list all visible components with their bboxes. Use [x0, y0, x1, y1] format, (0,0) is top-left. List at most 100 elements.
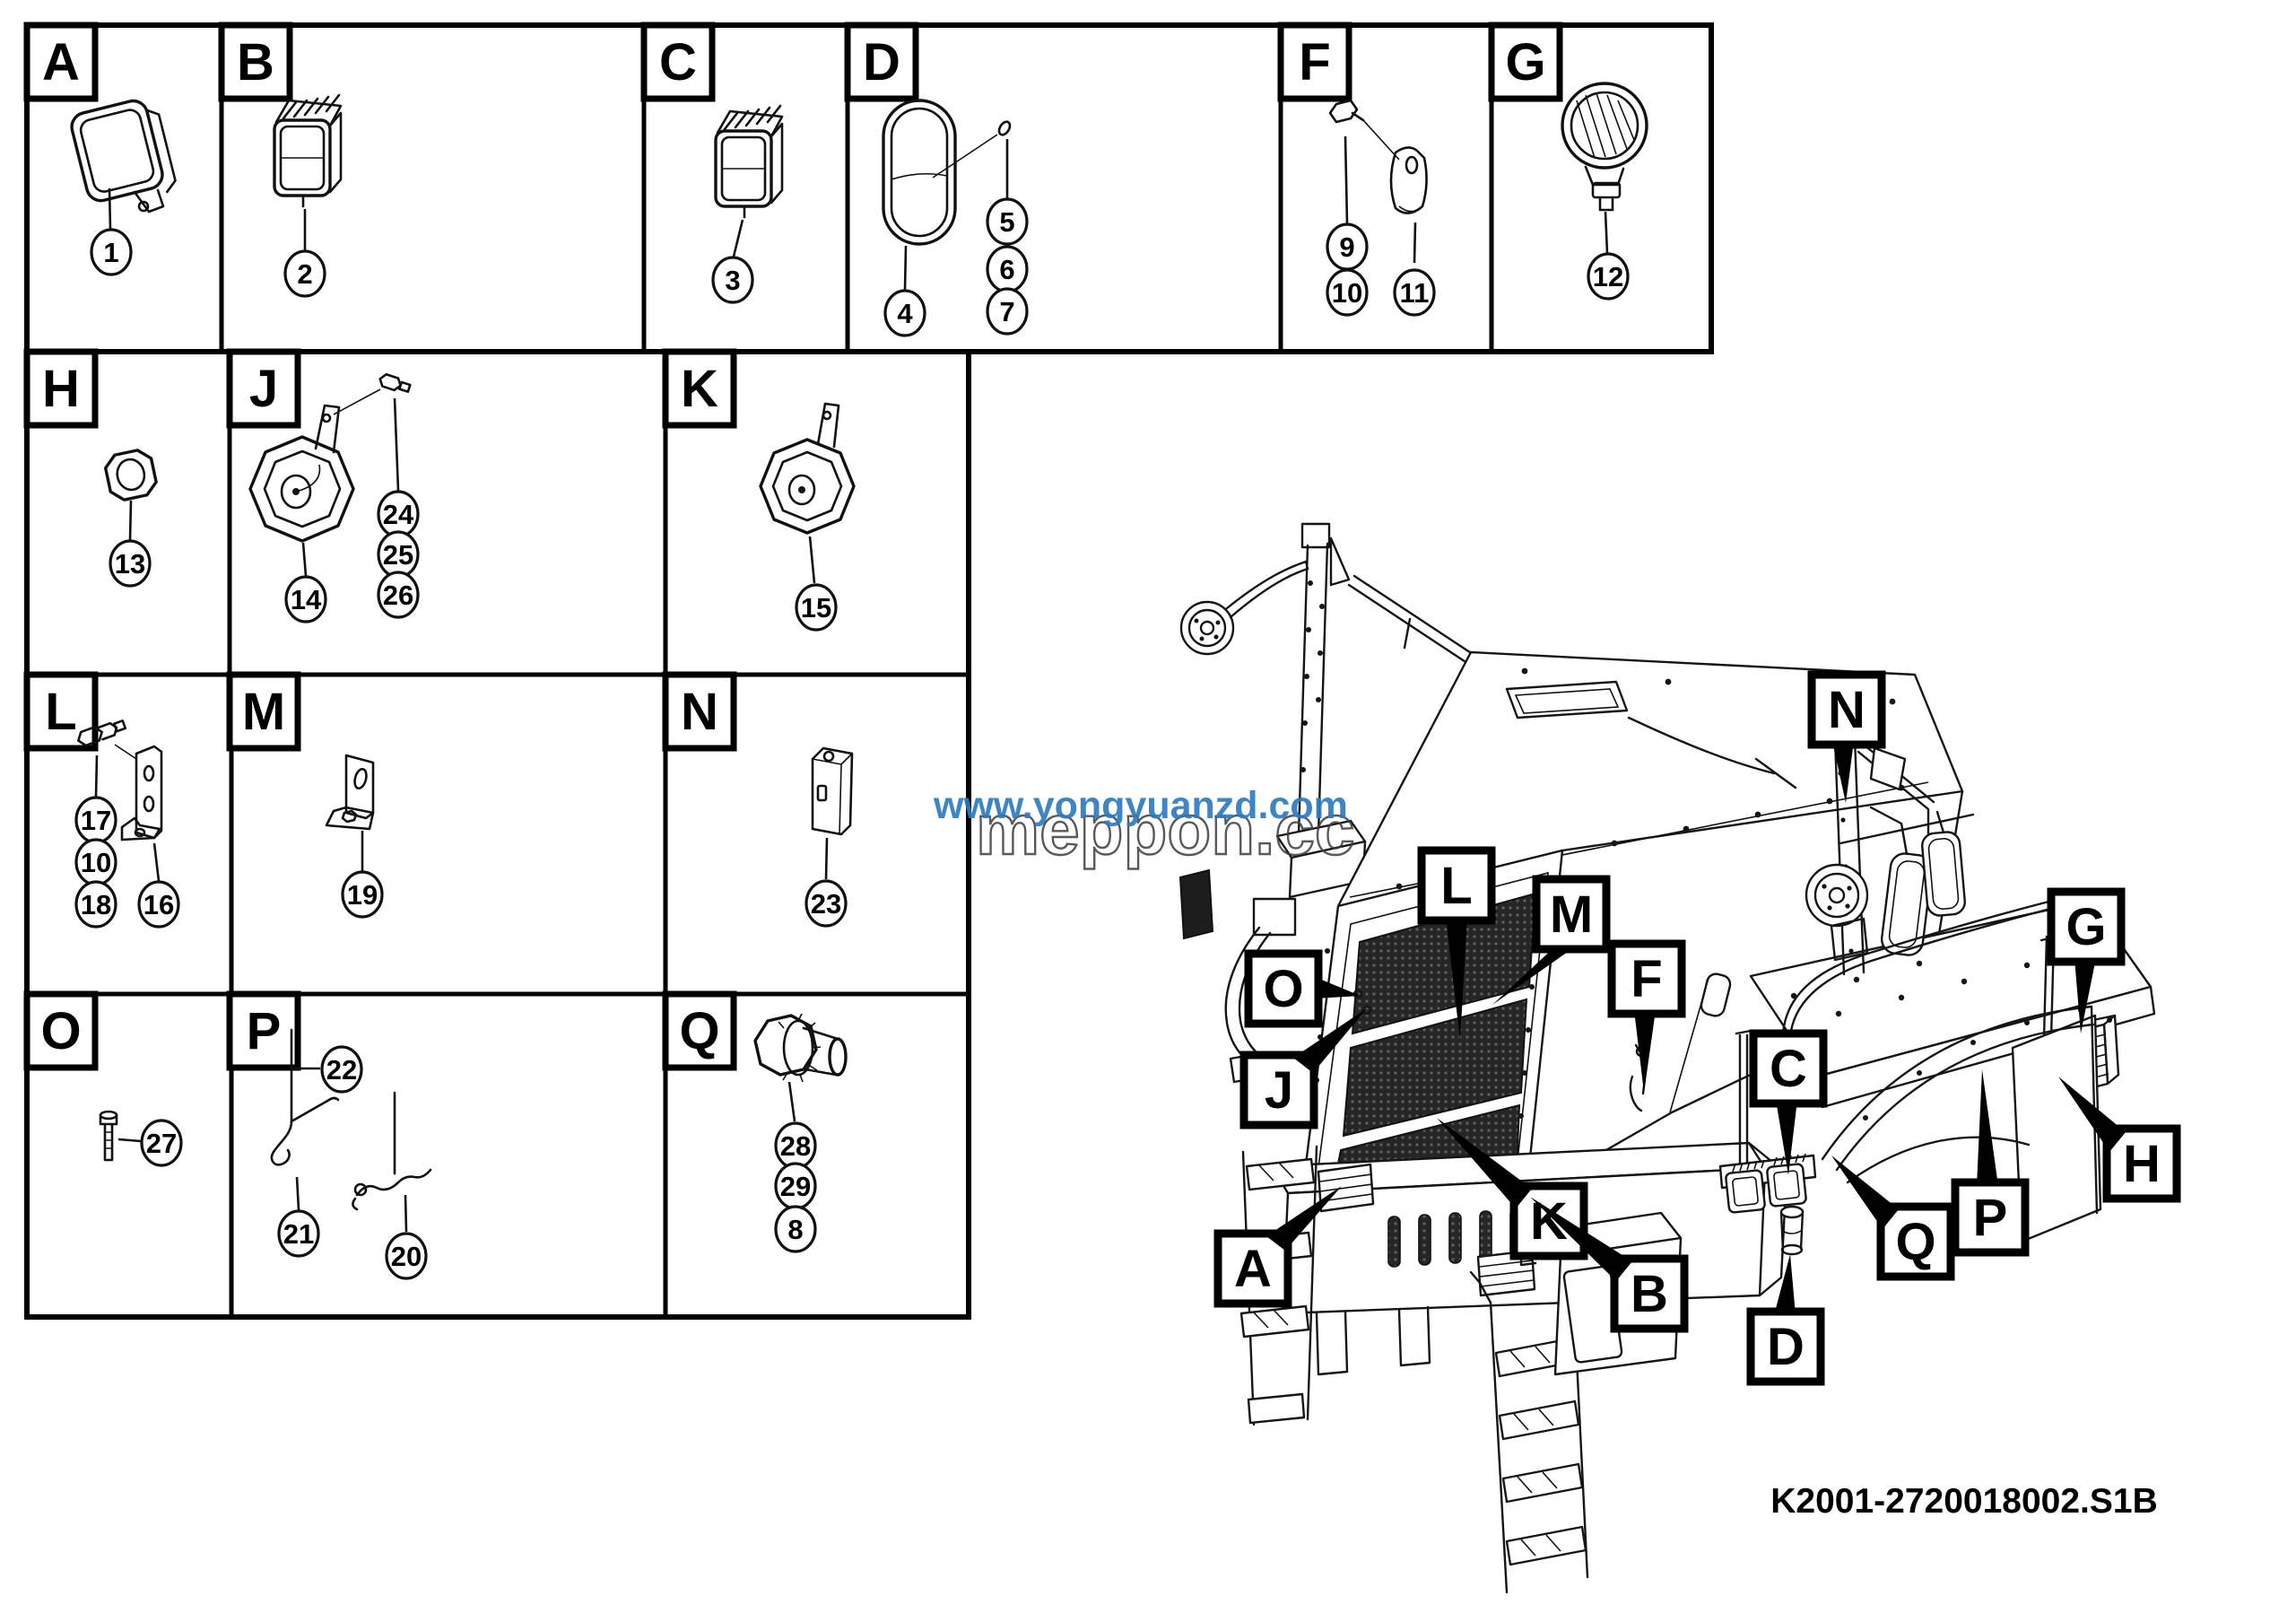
svg-text:28: 28	[780, 1130, 811, 1162]
svg-text:10: 10	[81, 847, 111, 878]
watermark: meppon.cc www.yongyuanzd.com	[933, 784, 1356, 870]
svg-text:K: K	[681, 360, 718, 418]
svg-text:L: L	[1440, 857, 1472, 915]
svg-text:L: L	[45, 683, 76, 741]
watermark-site-text: meppon.cc	[976, 789, 1354, 869]
cell-label-K: K	[662, 348, 737, 429]
callout-10l: 10	[74, 838, 117, 886]
callout-21: 21	[277, 1209, 320, 1258]
machine-callout-A: A	[1213, 1186, 1342, 1308]
part-sketch-lamp-c	[714, 104, 784, 219]
callout-18: 18	[74, 880, 117, 929]
cell-label-F: F	[1277, 22, 1352, 102]
cell-label-L: L	[23, 671, 99, 752]
machine-callout-L: L	[1417, 846, 1496, 1041]
callout-20: 20	[385, 1232, 428, 1280]
callout-17: 17	[74, 796, 117, 844]
grid-dividers-row1	[219, 25, 1494, 352]
callout-8: 8	[774, 1205, 817, 1253]
fender	[1821, 1005, 2102, 1243]
callout-7: 7	[986, 287, 1029, 336]
callout-12: 12	[1587, 252, 1630, 301]
grid-dividers-rows	[227, 352, 668, 1317]
grid-row-dividers	[27, 672, 969, 997]
svg-text:21: 21	[283, 1218, 314, 1250]
cell-label-M: M	[226, 671, 301, 752]
callout-5: 5	[986, 197, 1029, 246]
svg-text:C: C	[659, 33, 697, 92]
machine-callout-P: P	[1951, 1069, 2030, 1257]
machine-callout-N: N	[1807, 670, 1886, 803]
svg-text:5: 5	[999, 206, 1014, 238]
parts-grid: A B C D F G H J K L M N O P Q 1	[23, 22, 1714, 1320]
cell-label-N: N	[662, 671, 737, 752]
svg-text:C: C	[1770, 1040, 1807, 1098]
drawing-number: K2001-2720018002.S1B	[1770, 1482, 2158, 1521]
cell-label-D: D	[844, 22, 919, 102]
svg-text:17: 17	[81, 805, 111, 836]
callout-24: 24	[377, 490, 420, 538]
callout-26: 26	[377, 571, 420, 619]
machine-callout-M: M	[1492, 875, 1611, 1005]
part-sketch-lamp-a	[70, 99, 177, 231]
svg-text:M: M	[242, 683, 285, 741]
svg-text:4: 4	[897, 298, 913, 329]
svg-text:25: 25	[383, 539, 413, 571]
svg-text:13: 13	[115, 548, 145, 580]
callout-29: 29	[774, 1162, 817, 1210]
machine-callout-J: J	[1239, 1008, 1367, 1129]
part-sketch-horn-j	[248, 372, 412, 577]
svg-text:23: 23	[811, 888, 841, 920]
svg-text:A: A	[1234, 1240, 1272, 1298]
svg-text:F: F	[1299, 33, 1330, 92]
callout-22: 22	[320, 1045, 363, 1094]
callout-3: 3	[711, 256, 754, 304]
part-sketch-lamp-d	[882, 99, 1012, 291]
svg-text:G: G	[2066, 898, 2106, 956]
svg-text:9: 9	[1339, 231, 1354, 263]
svg-text:D: D	[863, 33, 900, 92]
part-sketch-bolt-clamp-f	[1328, 99, 1428, 264]
part-sketch-lamp-b	[273, 93, 343, 208]
callout-14: 14	[284, 575, 327, 624]
cell-label-C: C	[640, 22, 716, 102]
callout-15: 15	[795, 583, 838, 632]
svg-text:H: H	[42, 360, 80, 418]
svg-text:D: D	[1767, 1318, 1805, 1376]
callout-16: 16	[137, 880, 180, 929]
callout-27: 27	[140, 1119, 183, 1167]
svg-text:F: F	[1631, 950, 1662, 1008]
part-sketch-horn-k	[759, 402, 856, 584]
cell-label-O: O	[23, 990, 99, 1071]
callout-1: 1	[90, 228, 133, 276]
cell-label-J: J	[226, 348, 301, 429]
part-sketch-relay-n	[811, 746, 854, 880]
svg-text:N: N	[681, 683, 718, 741]
part-sketch-bracket-l	[77, 719, 163, 882]
svg-text:M: M	[1550, 885, 1593, 944]
svg-text:Q: Q	[1895, 1213, 1935, 1271]
machine-callout-Q: Q	[1831, 1155, 1955, 1281]
svg-text:22: 22	[326, 1054, 357, 1086]
cell-label-Q: Q	[662, 990, 737, 1071]
part-sketch-bolt-o	[99, 1110, 142, 1162]
cell-letter: A	[42, 33, 80, 92]
svg-text:8: 8	[787, 1214, 803, 1245]
svg-text:12: 12	[1593, 261, 1623, 292]
svg-text:19: 19	[347, 879, 378, 911]
callout-13: 13	[109, 539, 152, 588]
callout-23: 23	[804, 879, 848, 928]
machine-callout-H: H	[2058, 1077, 2181, 1203]
svg-text:B: B	[1631, 1265, 1668, 1323]
svg-text:J: J	[249, 360, 278, 418]
callout-25: 25	[377, 530, 420, 579]
svg-text:O: O	[40, 1002, 81, 1060]
svg-text:11: 11	[1400, 277, 1430, 309]
callout-6: 6	[986, 245, 1029, 293]
svg-text:7: 7	[999, 296, 1014, 327]
callout-2: 2	[283, 249, 326, 298]
svg-text:6: 6	[999, 254, 1014, 285]
svg-text:18: 18	[81, 889, 111, 920]
callout-9: 9	[1326, 222, 1369, 271]
